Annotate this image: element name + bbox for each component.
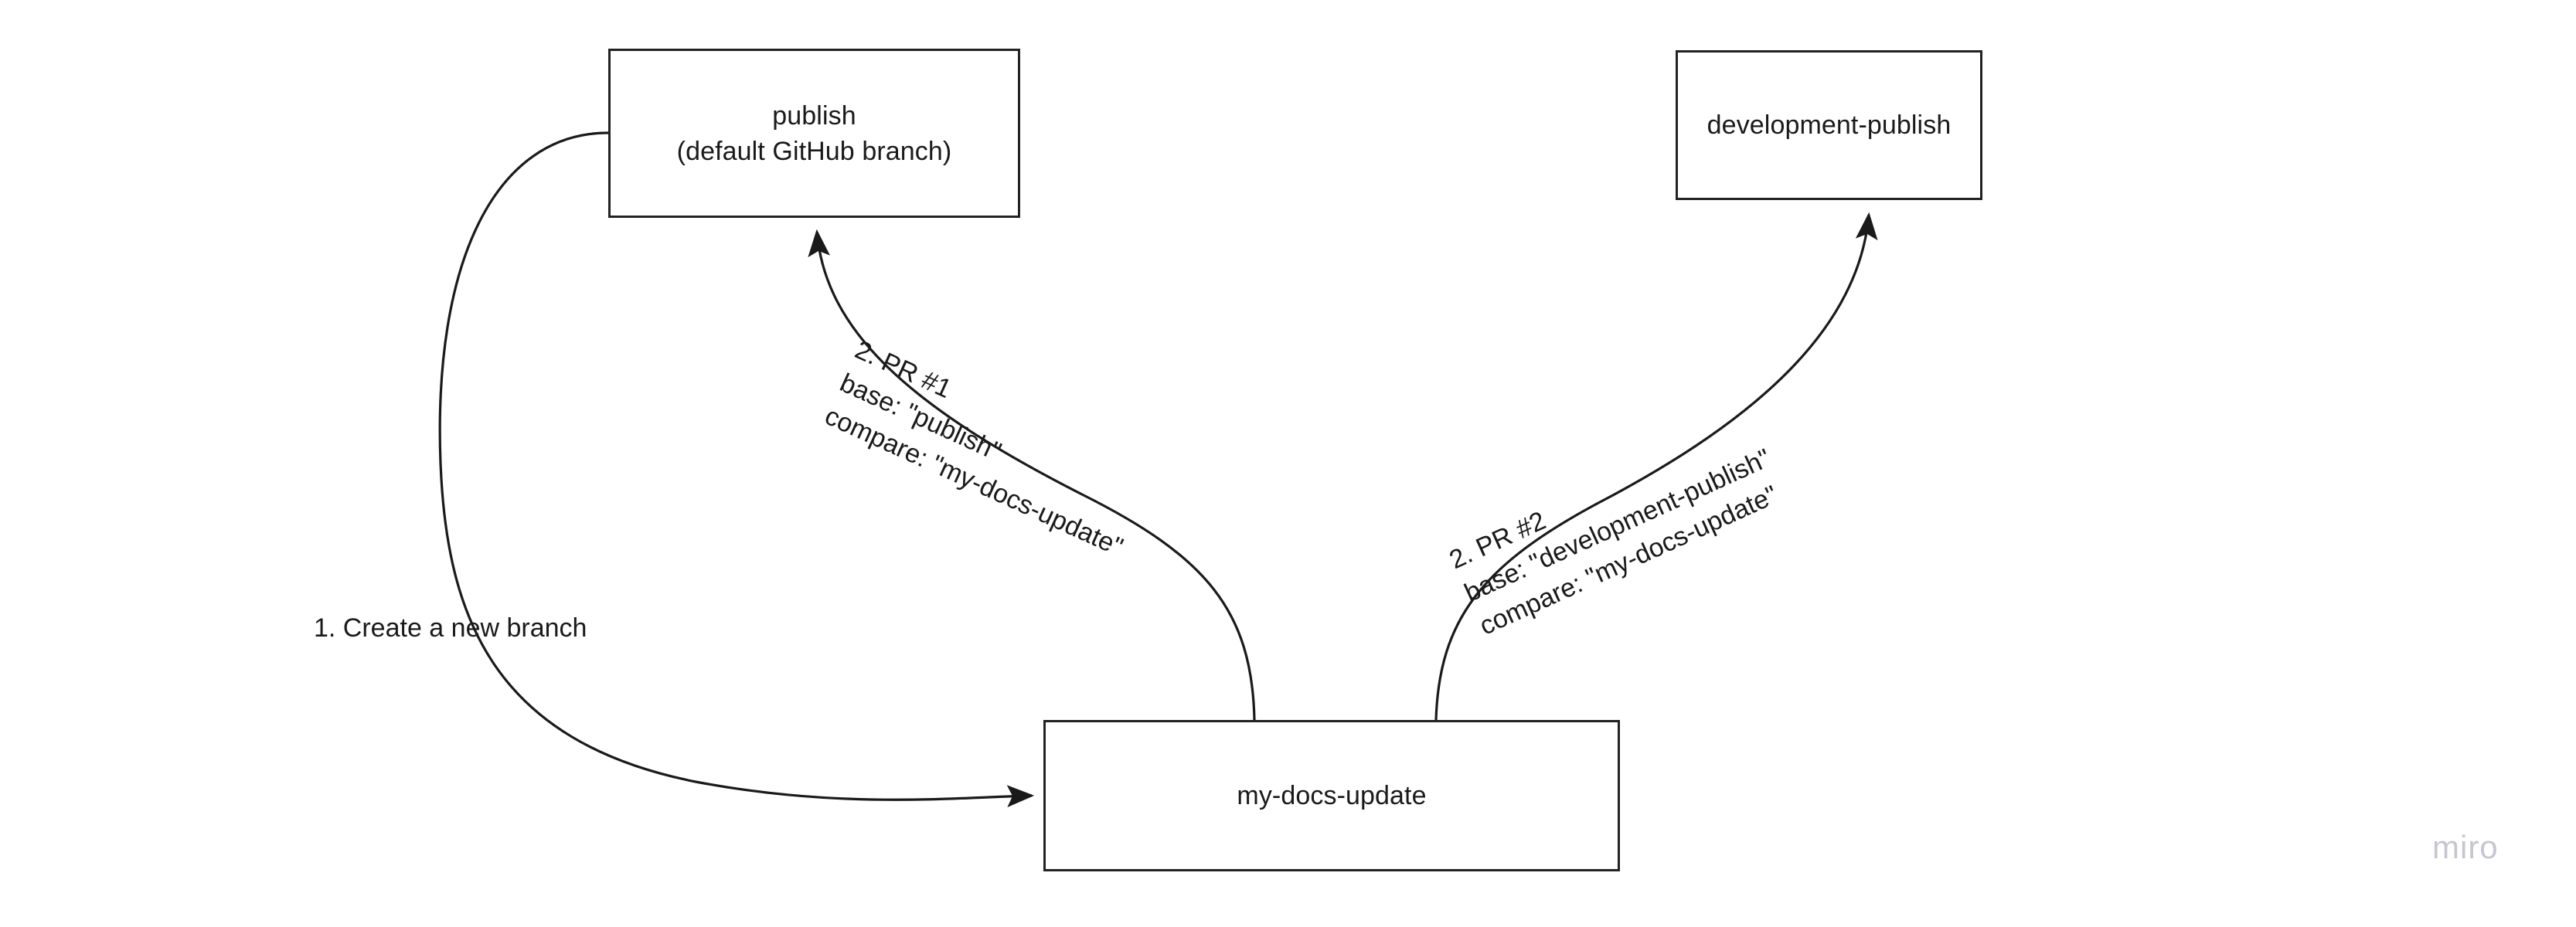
- node-development-publish-label: development-publish: [1707, 110, 1952, 140]
- edge-label-pr1: 2. PR #1 base: "publish" compare: "my-do…: [820, 334, 1128, 562]
- node-my-docs-update-label: my-docs-update: [1237, 781, 1427, 810]
- miro-watermark: miro: [2432, 829, 2499, 865]
- edge-label-pr2: 2. PR #2 base: "development-publish" com…: [1445, 443, 1782, 641]
- node-my-docs-update[interactable]: my-docs-update: [1043, 720, 1620, 871]
- node-publish[interactable]: publish (default GitHub branch): [608, 49, 1020, 218]
- node-development-publish[interactable]: development-publish: [1676, 50, 1982, 200]
- node-publish-label: publish (default GitHub branch): [676, 100, 952, 166]
- edge-label-create-branch: 1. Create a new branch: [314, 613, 587, 643]
